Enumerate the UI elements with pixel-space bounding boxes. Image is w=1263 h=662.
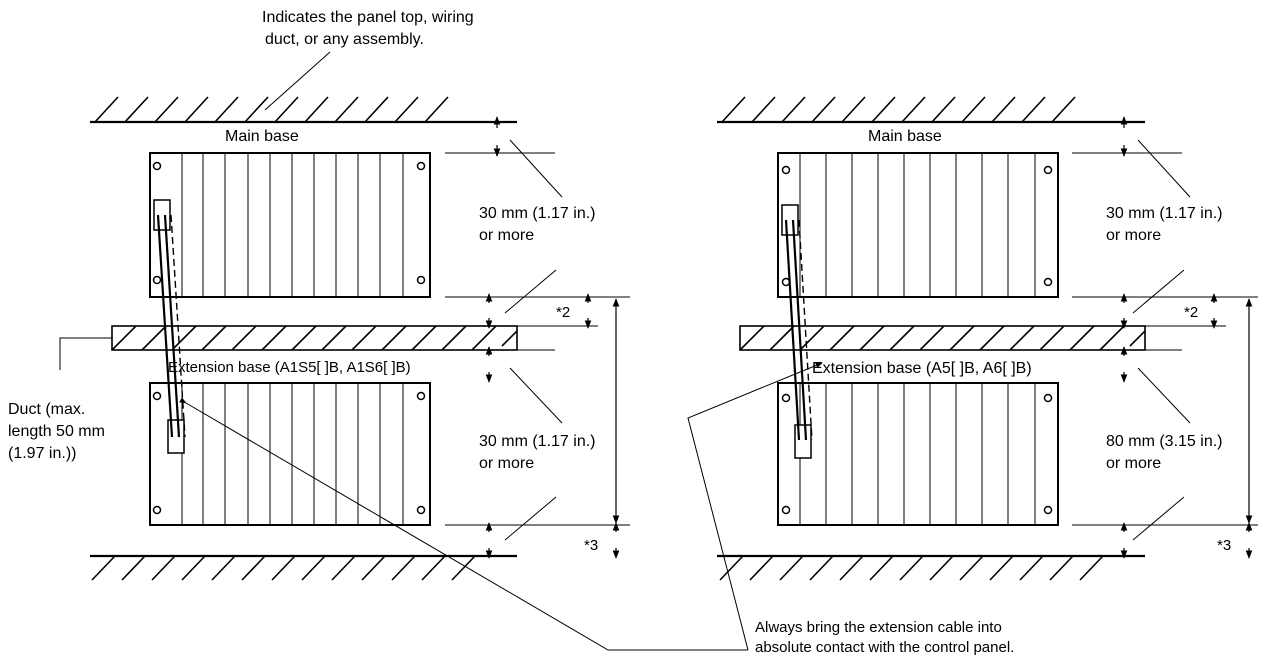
right-main-base [777,152,1059,298]
right-dim-top-line-2: or more [1106,227,1161,244]
duct-note-line-2: length 50 mm [8,423,105,440]
left-duct [111,325,518,351]
right-dimension-labels: 30 mm (1.17 in.) or more 80 mm (3.15 in.… [1106,205,1231,554]
right-note-2: *2 [1184,304,1198,321]
right-main-base-label: Main base [868,128,942,145]
panel-top-note: Indicates the panel top, wiring duct, or… [262,9,474,111]
left-extension-cable [153,199,186,454]
mounting-hole-icon [416,275,426,285]
mounting-hole-icon [781,393,791,403]
right-note-3: *3 [1217,537,1231,554]
left-duct-note: Duct (max. length 50 mm (1.97 in.)) [8,337,112,462]
right-duct [739,325,1146,351]
panel-top-note-line-2: duct, or any assembly. [265,31,424,48]
cable-note-line-2: absolute contact with the control panel. [755,639,1014,656]
left-dim-top-line-1: 30 mm (1.17 in.) [479,205,595,222]
right-dimension-lines [1072,116,1258,559]
left-panel-top-rail [90,96,517,124]
left-extension-base [149,382,431,526]
right-extension-base [777,382,1059,526]
left-extension-base-label: Extension base (A1S5[ ]B, A1S6[ ]B) [168,359,411,376]
mounting-hole-icon [152,391,162,401]
left-dim-middle-line-1: 30 mm (1.17 in.) [479,433,595,450]
cable-note-line-1: Always bring the extension cable into [755,619,1002,636]
mounting-hole-icon [152,505,162,515]
left-diagram: Main base [8,96,630,581]
right-diagram: Main base [717,96,1258,581]
panel-top-leader [264,51,331,111]
mounting-hole-icon [781,505,791,515]
left-note-3: *3 [584,537,598,554]
mounting-hole-icon [416,161,426,171]
left-dim-middle-line-2: or more [479,455,534,472]
mounting-hole-icon [781,165,791,175]
right-extension-base-label: Extension base (A5[ ]B, A6[ ]B) [812,360,1032,377]
left-dimension-labels: 30 mm (1.17 in.) or more 30 mm (1.17 in.… [479,205,598,554]
left-bottom-rail [90,554,517,581]
mounting-hole-icon [1043,505,1053,515]
duct-note-line-1: Duct (max. [8,401,85,418]
right-dim-top-line-1: 30 mm (1.17 in.) [1106,205,1222,222]
cable-contact-note: Always bring the extension cable into ab… [179,362,1014,656]
right-dim-middle-line-1: 80 mm (3.15 in.) [1106,433,1222,450]
mounting-hole-icon [1043,165,1053,175]
left-note-2: *2 [556,304,570,321]
mounting-hole-icon [152,275,162,285]
mounting-hole-icon [1043,393,1053,403]
right-panel-top-rail [717,96,1145,124]
panel-top-note-line-1: Indicates the panel top, wiring [262,9,474,26]
left-main-base-label: Main base [225,128,299,145]
left-dim-top-line-2: or more [479,227,534,244]
mounting-hole-icon [1043,277,1053,287]
right-extension-cable [781,204,813,459]
mounting-hole-icon [152,161,162,171]
mounting-hole-icon [416,505,426,515]
right-dim-middle-line-2: or more [1106,455,1161,472]
mounting-hole-icon [416,391,426,401]
left-dimension-lines [445,116,630,559]
right-bottom-rail [717,554,1145,581]
duct-note-line-3: (1.97 in.)) [8,445,76,462]
left-main-base [149,152,431,298]
